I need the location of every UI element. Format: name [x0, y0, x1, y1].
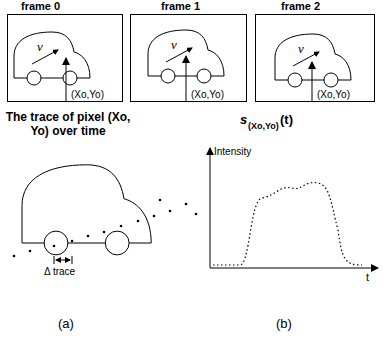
- y-axis: [210, 148, 211, 268]
- velocity-arrow: [293, 52, 319, 66]
- car-outline: [22, 165, 151, 255]
- x-axis: [210, 268, 378, 269]
- car-sketch: [275, 34, 351, 87]
- frame-title: frame 0: [21, 0, 60, 13]
- trace-spacing-mark: [54, 256, 72, 264]
- frame-title: frame 2: [281, 0, 320, 13]
- frame-title: frame 1: [161, 0, 200, 13]
- panel-label: (a): [58, 316, 74, 332]
- velocity-label: v: [37, 40, 43, 55]
- video-frame: frame 2v(Xo,Yo): [255, 14, 375, 102]
- pixel-pointer: [66, 58, 67, 101]
- velocity-arrow: [166, 48, 192, 62]
- pixel-coordinate: (Xo,Yo): [317, 89, 350, 101]
- velocity-arrow: [32, 50, 58, 64]
- velocity-label: v: [298, 42, 304, 57]
- signal-argument: (t): [280, 112, 293, 128]
- car-sketch: [14, 32, 90, 85]
- intensity-curve: [213, 182, 362, 265]
- axis-label: t: [366, 271, 369, 284]
- velocity-label: v: [171, 38, 177, 53]
- trace-dots: [13, 199, 198, 258]
- panel-heading: The trace of pixel (Xo, Yo) over time: [3, 110, 133, 139]
- video-frame: frame 0v(Xo,Yo): [7, 14, 123, 102]
- signal-subscript: (Xo,Yo): [248, 121, 279, 132]
- pixel-coordinate: (Xo,Yo): [191, 89, 224, 101]
- axis-label: Intensity: [214, 146, 251, 158]
- pixel-coordinate: (Xo,Yo): [71, 89, 104, 101]
- trace-spacing-label: Δ trace: [44, 266, 75, 278]
- pixel-pointer: [186, 56, 187, 101]
- video-frame: frame 1v(Xo,Yo): [130, 14, 247, 102]
- pixel-pointer: [312, 62, 313, 101]
- signal-name: s: [240, 112, 247, 128]
- panel-label: (b): [276, 316, 292, 332]
